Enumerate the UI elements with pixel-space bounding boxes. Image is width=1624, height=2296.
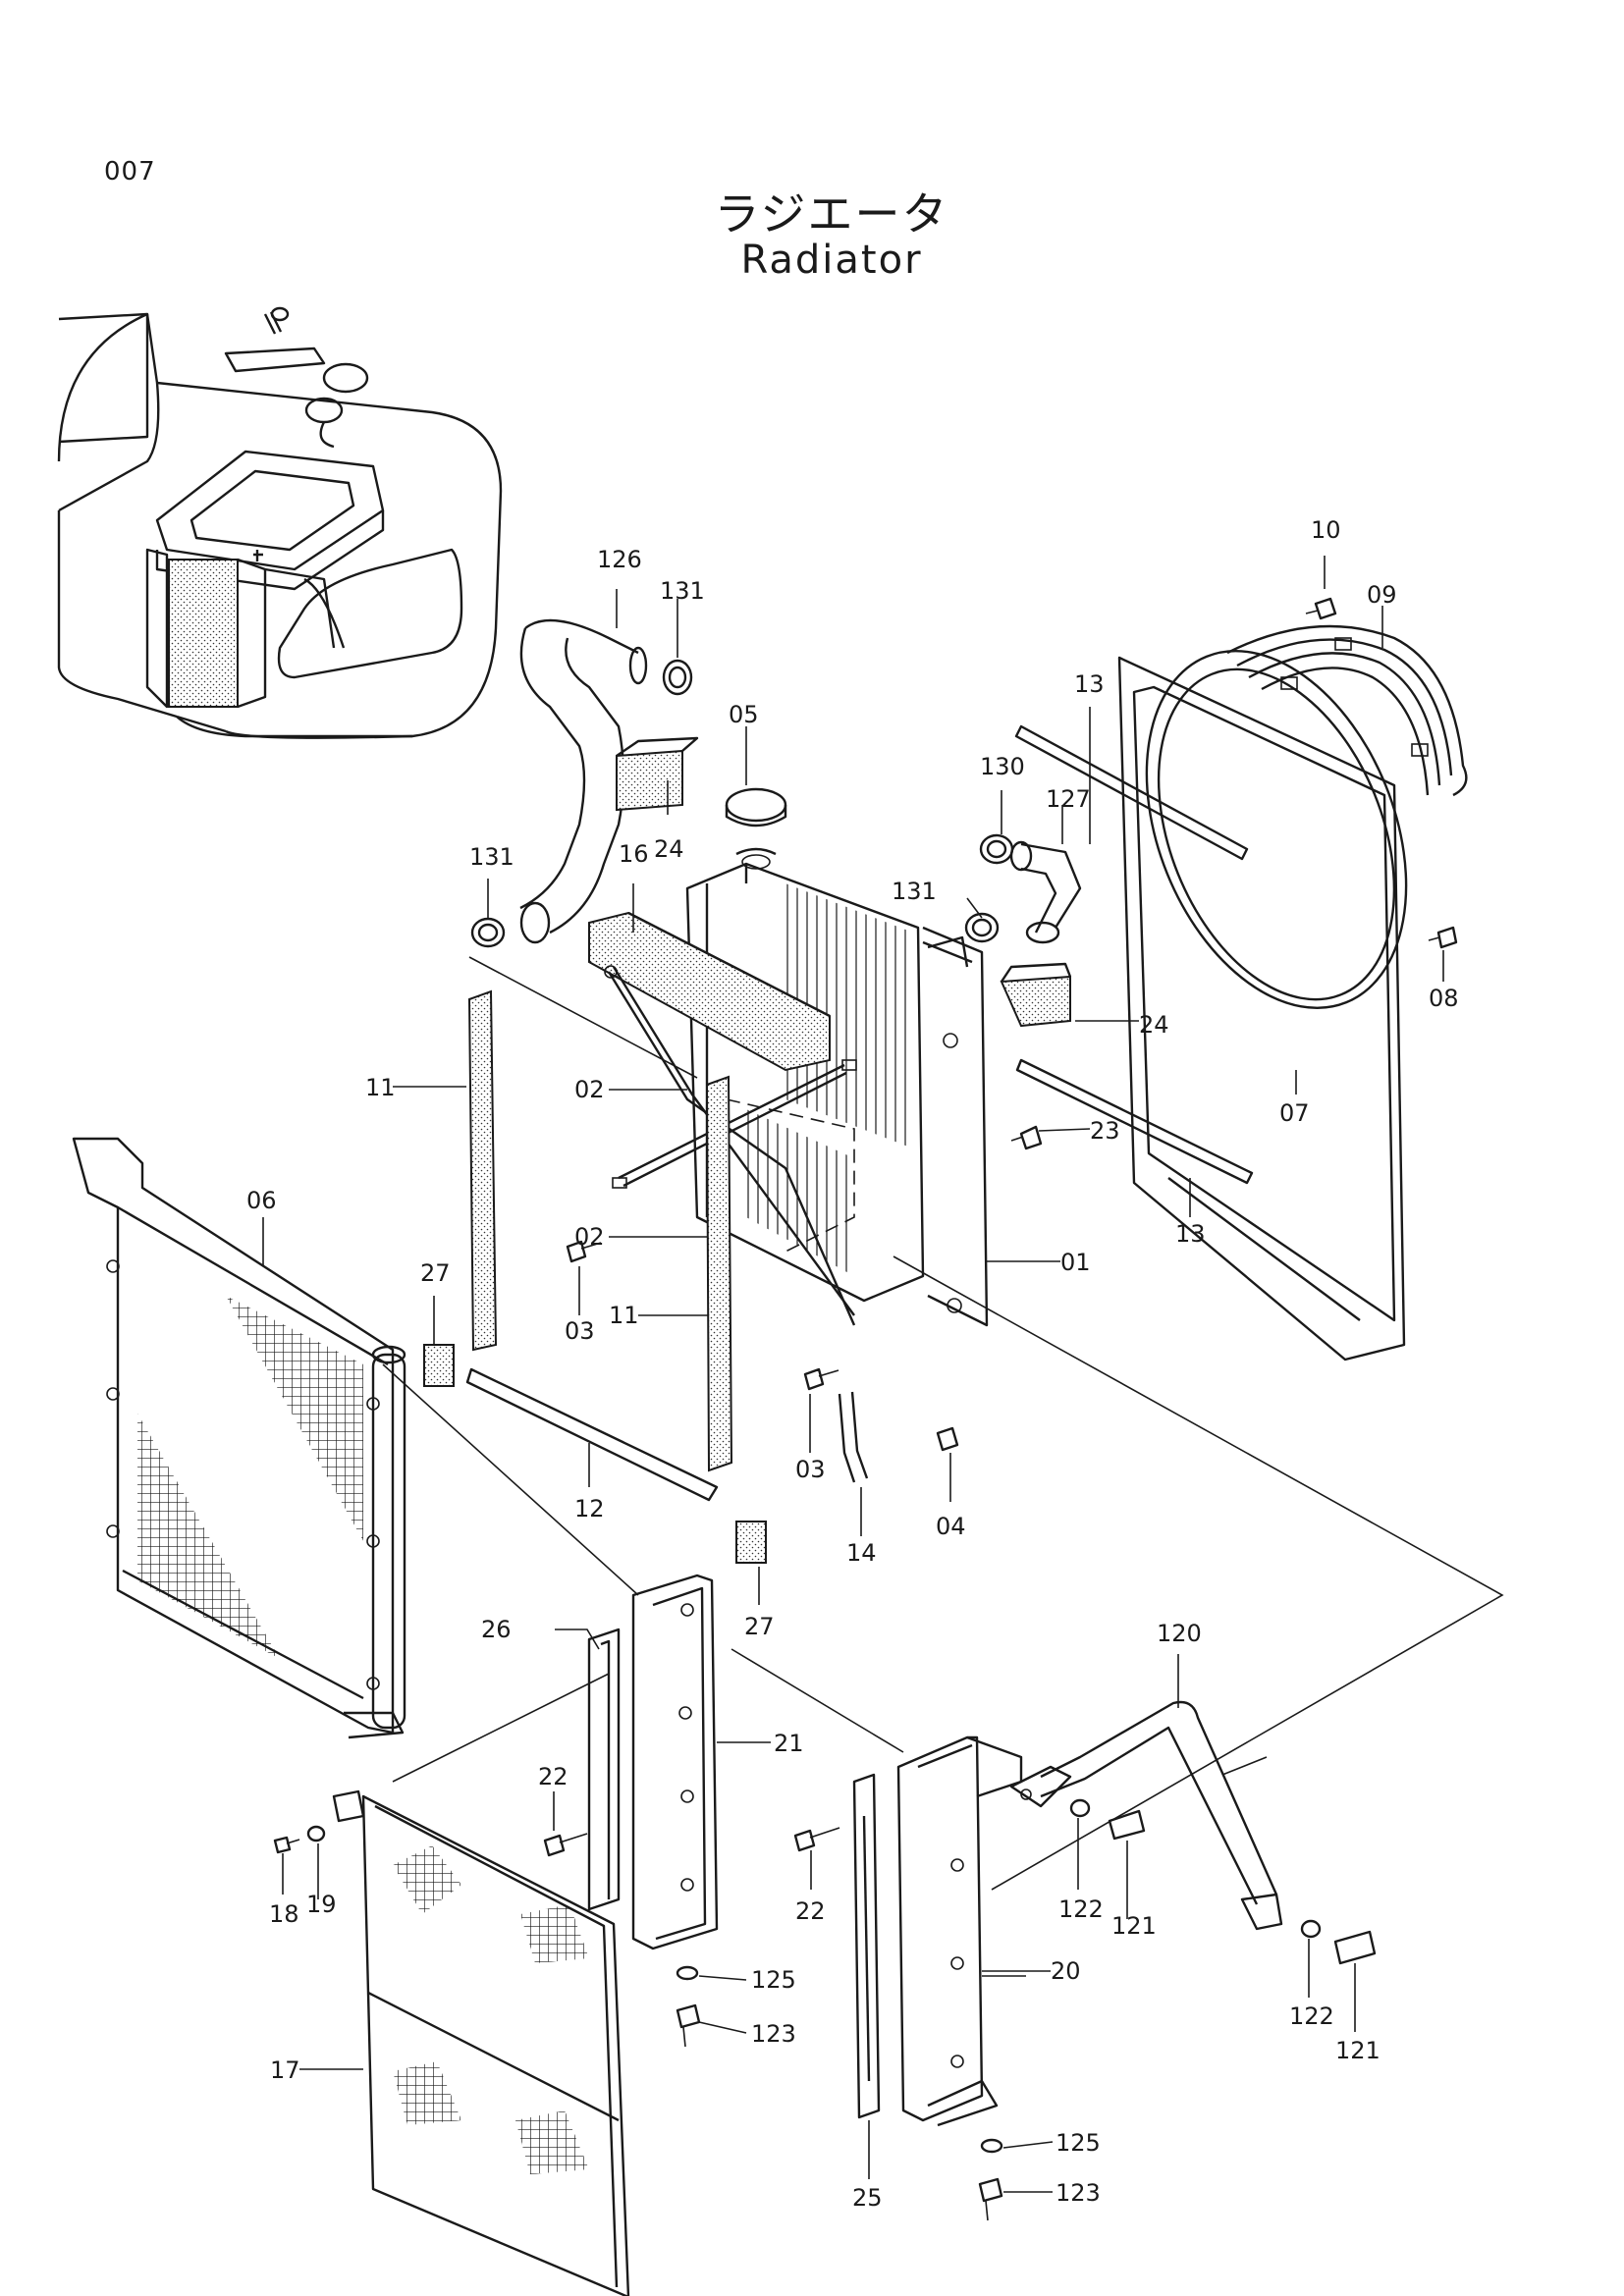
- callout-label: 24: [1139, 1011, 1169, 1039]
- callout-label: 18: [269, 1900, 299, 1928]
- radiator-cap: [725, 787, 787, 828]
- callout-label: 120: [1157, 1620, 1202, 1647]
- mounting-bracket-right: [852, 1735, 1023, 2127]
- callout-label: 03: [565, 1317, 595, 1345]
- callout-label: 121: [1111, 1912, 1157, 1940]
- callout-label: 20: [1051, 1957, 1081, 1985]
- callout-label: 131: [469, 843, 514, 871]
- support-stay-rod: [1009, 1700, 1283, 1931]
- callout-label: 17: [270, 2056, 300, 2084]
- callout-label: 04: [936, 1513, 966, 1540]
- lower-radiator-hose: [1009, 840, 1082, 944]
- callout-label: 22: [795, 1897, 826, 1925]
- fan-shroud: [1117, 649, 1408, 1362]
- bolts-and-washers: [273, 597, 1458, 2221]
- callout-label: 122: [1058, 1896, 1104, 1923]
- callout-label: 27: [744, 1613, 775, 1640]
- callout-label: 24: [654, 835, 684, 863]
- page-title-japanese: ラジエータ: [714, 187, 949, 240]
- callout-label: 02: [574, 1076, 605, 1103]
- callout-label: 05: [729, 701, 759, 728]
- callout-label: 03: [795, 1456, 826, 1483]
- mounting-bracket-left: [587, 1574, 719, 1950]
- callout-label: 26: [481, 1616, 512, 1643]
- seal-strip: [465, 724, 1254, 1502]
- callout-label: 06: [246, 1187, 277, 1214]
- rubber-block: [423, 1344, 767, 1564]
- page-code: 007: [104, 157, 156, 187]
- callout-label: 16: [619, 840, 649, 868]
- page-title-english: Radiator: [740, 238, 923, 283]
- foam-block: [616, 736, 1072, 1028]
- callout-label: 125: [751, 1966, 796, 1994]
- callout-label: 01: [1060, 1249, 1091, 1276]
- callout-label: 25: [852, 2184, 883, 2212]
- callout-label: 130: [980, 753, 1025, 780]
- callout-label: 11: [365, 1074, 396, 1101]
- callout-label: 125: [1056, 2129, 1101, 2157]
- machine-overview-illustration: [57, 306, 503, 739]
- callout-label: 09: [1367, 581, 1397, 609]
- callout-label: 27: [420, 1259, 451, 1287]
- callout-label: 12: [574, 1495, 605, 1522]
- callout-label: 14: [846, 1539, 877, 1567]
- side-seal-strip: [467, 989, 733, 1472]
- callout-label: 123: [1056, 2179, 1101, 2207]
- callout-label: 22: [538, 1763, 568, 1790]
- callout-label: 23: [1090, 1117, 1120, 1145]
- assembly-lines: [382, 956, 1504, 1891]
- callout-label: 131: [892, 878, 937, 905]
- radiator-stay: [604, 965, 857, 1326]
- upper-radiator-hose: [519, 618, 648, 944]
- radiator-core: [685, 847, 989, 1327]
- oil-cooler: [72, 1137, 406, 1739]
- callout-label: 07: [1279, 1099, 1310, 1127]
- callout-labels: 10 09 126 131 05 13 130 127 24 131 16 13…: [246, 516, 1459, 2212]
- callout-label: 19: [306, 1891, 337, 1918]
- callout-label: 10: [1311, 516, 1341, 544]
- callout-label: 21: [774, 1730, 804, 1757]
- callout-label: 08: [1429, 985, 1459, 1012]
- callout-label: 123: [751, 2020, 796, 2048]
- callout-label: 13: [1175, 1220, 1206, 1248]
- front-grille-screen: [332, 1789, 630, 2296]
- fan-guard: [1226, 624, 1468, 797]
- callout-label: 127: [1046, 785, 1091, 813]
- callout-label: 13: [1074, 670, 1105, 698]
- callout-label: 02: [574, 1223, 605, 1251]
- leader-lines: [262, 556, 1444, 2193]
- top-seal-strip: [588, 911, 831, 1072]
- callout-label: 11: [609, 1302, 639, 1329]
- callout-label: 121: [1335, 2037, 1380, 2064]
- callout-label: 122: [1289, 2002, 1334, 2030]
- callout-label: 131: [660, 577, 705, 605]
- callout-label: 126: [597, 546, 642, 573]
